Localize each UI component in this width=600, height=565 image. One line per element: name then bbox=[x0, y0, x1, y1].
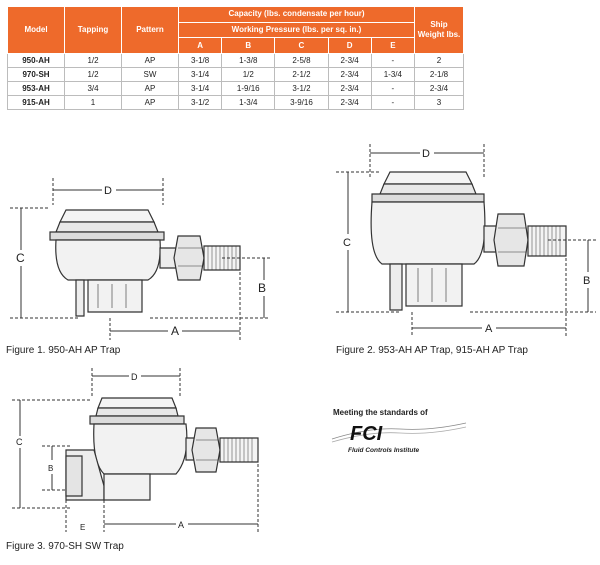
dim-label-d: D bbox=[131, 372, 138, 382]
col-header-a: A bbox=[177, 37, 223, 54]
dim-label-a: A bbox=[485, 323, 493, 335]
col-header-capacity: Capacity (lbs. condensate per hour) bbox=[178, 6, 415, 23]
dimension-d: D bbox=[52, 178, 164, 205]
dim-label-a: A bbox=[171, 324, 179, 338]
cell-model: 970-SH bbox=[7, 67, 65, 82]
col-header-d: D bbox=[327, 37, 372, 54]
cell-a: 3-1/4 bbox=[177, 67, 223, 82]
cell-a: 3-1/8 bbox=[177, 53, 223, 68]
cell-model: 950-AH bbox=[7, 53, 65, 68]
cell-pattern: AP bbox=[121, 53, 179, 68]
cell-e: 1-3/4 bbox=[370, 67, 416, 82]
cell-b: 1-3/8 bbox=[221, 53, 276, 68]
cell-b: 1/2 bbox=[221, 67, 276, 82]
cell-e: - bbox=[370, 81, 416, 96]
dim-label-b: B bbox=[258, 281, 266, 295]
cell-a: 3-1/2 bbox=[177, 95, 223, 110]
cell-c: 2-5/8 bbox=[274, 53, 329, 68]
trap-body-1 bbox=[49, 209, 241, 317]
dimension-a: A bbox=[109, 272, 241, 340]
cell-c: 3-9/16 bbox=[274, 95, 329, 110]
cell-weight: 2-3/4 bbox=[414, 81, 464, 96]
col-header-pattern: Pattern bbox=[121, 6, 179, 54]
cell-a: 3-1/4 bbox=[177, 81, 223, 96]
dimension-b: B bbox=[150, 257, 270, 319]
fci-standards-block: Meeting the standards of FCI Fluid Contr… bbox=[330, 408, 470, 454]
col-header-e: E bbox=[370, 37, 416, 54]
dim-label-e: E bbox=[80, 523, 85, 532]
dim-label-c: C bbox=[16, 251, 25, 265]
cell-model: 953-AH bbox=[7, 81, 65, 96]
cell-pattern: AP bbox=[121, 95, 179, 110]
dimension-a: A bbox=[103, 464, 259, 532]
dimension-d: D bbox=[369, 144, 485, 178]
dimension-b: B bbox=[470, 239, 596, 313]
cell-d: 2-3/4 bbox=[327, 81, 372, 96]
cell-tapping: 1/2 bbox=[64, 53, 122, 68]
cell-pattern: SW bbox=[121, 67, 179, 82]
cell-tapping: 3/4 bbox=[64, 81, 122, 96]
spec-table: Model Tapping Pattern Capacity (lbs. con… bbox=[7, 6, 464, 110]
dimension-a: A bbox=[411, 258, 567, 336]
col-header-b: B bbox=[221, 37, 276, 54]
trap-body-3 bbox=[65, 397, 259, 501]
figure-1-drawing: D C B A bbox=[10, 178, 270, 340]
fci-meeting-text: Meeting the standards of bbox=[333, 408, 428, 417]
cell-d: 2-3/4 bbox=[327, 95, 372, 110]
cell-tapping: 1 bbox=[64, 95, 122, 110]
figure-2-caption: Figure 2. 953-AH AP Trap, 915-AH AP Trap bbox=[336, 345, 528, 356]
dimension-c: C bbox=[10, 207, 80, 319]
col-header-ship-weight: Ship Weight lbs. bbox=[414, 6, 464, 54]
dimension-d: D bbox=[91, 368, 181, 398]
cell-weight: 2 bbox=[414, 53, 464, 68]
dim-label-c: C bbox=[16, 437, 23, 447]
table-row: 950-AH 1/2 AP 3-1/8 1-3/8 2-5/8 2-3/4 - … bbox=[7, 53, 464, 68]
dimension-b: B bbox=[42, 445, 70, 491]
cell-pattern: AP bbox=[121, 81, 179, 96]
col-header-working-pressure: Working Pressure (lbs. per sq. in.) bbox=[178, 21, 415, 39]
table-row: 953-AH 3/4 AP 3-1/4 1-9/16 3-1/2 2-3/4 -… bbox=[7, 81, 464, 96]
fci-logo: FCI bbox=[331, 422, 467, 445]
cell-d: 2-3/4 bbox=[327, 67, 372, 82]
fci-logo-text: FCI bbox=[350, 423, 383, 445]
table-row: 970-SH 1/2 SW 3-1/4 1/2 2-1/2 2-3/4 1-3/… bbox=[7, 67, 464, 82]
fci-name-text: Fluid Controls Institute bbox=[348, 447, 420, 454]
cell-c: 3-1/2 bbox=[274, 81, 329, 96]
figure-2-drawing: D C B A bbox=[336, 144, 596, 336]
dim-label-a: A bbox=[178, 520, 184, 530]
cell-weight: 3 bbox=[414, 95, 464, 110]
cell-e: - bbox=[370, 95, 416, 110]
cell-tapping: 1/2 bbox=[64, 67, 122, 82]
cell-e: - bbox=[370, 53, 416, 68]
table-row: 915-AH 1 AP 3-1/2 1-3/4 3-9/16 2-3/4 - 3 bbox=[7, 95, 464, 110]
col-header-c: C bbox=[274, 37, 329, 54]
cell-b: 1-3/4 bbox=[221, 95, 276, 110]
cell-weight: 2-1/8 bbox=[414, 67, 464, 82]
dimension-c: C bbox=[12, 399, 90, 509]
figure-3-drawing: D C B A bbox=[12, 368, 259, 532]
figure-3-caption: Figure 3. 970-SH SW Trap bbox=[6, 541, 124, 552]
col-header-model: Model bbox=[7, 6, 65, 54]
dim-label-c: C bbox=[343, 237, 351, 249]
cell-c: 2-1/2 bbox=[274, 67, 329, 82]
dim-label-d: D bbox=[104, 185, 112, 197]
col-header-tapping: Tapping bbox=[64, 6, 122, 54]
cell-model: 915-AH bbox=[7, 95, 65, 110]
dimension-e: E bbox=[65, 500, 85, 532]
figure-1-caption: Figure 1. 950-AH AP Trap bbox=[6, 345, 121, 356]
dimension-c: C bbox=[336, 171, 400, 313]
dim-label-b: B bbox=[583, 275, 590, 287]
trap-body-2 bbox=[370, 171, 567, 311]
cell-d: 2-3/4 bbox=[327, 53, 372, 68]
dim-label-d: D bbox=[422, 148, 430, 160]
dim-label-b: B bbox=[48, 464, 53, 473]
cell-b: 1-9/16 bbox=[221, 81, 276, 96]
